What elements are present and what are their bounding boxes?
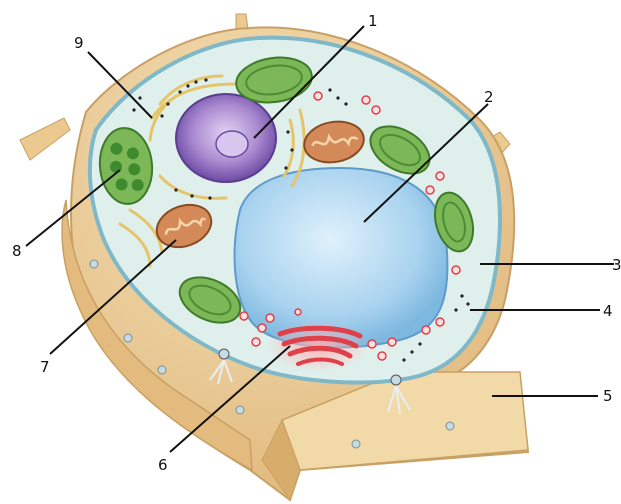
label-7: 7 [40,358,50,376]
label-2: 2 [484,88,494,106]
label-3: 3 [612,256,621,274]
label-1: 1 [368,12,378,30]
label-4: 4 [603,302,613,320]
golgi-apparatus [266,320,370,372]
label-9: 9 [74,34,84,52]
nucleus [176,94,276,182]
label-8: 8 [12,242,22,260]
label-6: 6 [158,456,168,474]
label-5: 5 [603,387,613,405]
